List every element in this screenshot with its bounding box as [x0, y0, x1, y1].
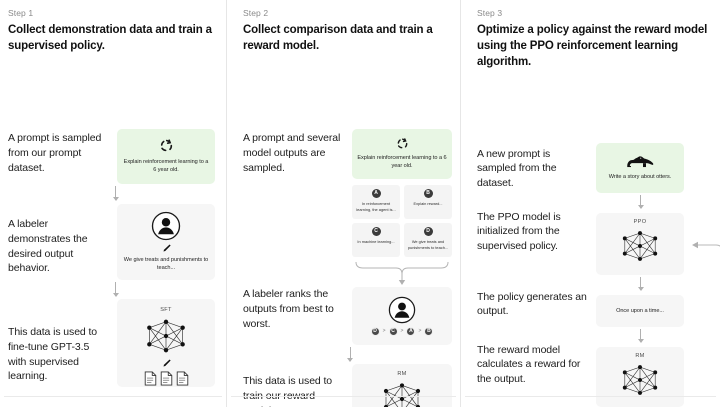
output-badge-a: A: [371, 188, 381, 198]
step-2-arrow-1: [347, 346, 353, 362]
step-1-documents: [144, 371, 189, 386]
output-text-d: We give treats and punishments to teach.…: [407, 238, 449, 250]
otter-icon: [625, 154, 655, 169]
step-3-ppo-card: PPO: [596, 212, 684, 275]
output-card-d: D We give treats and punishments to teac…: [404, 222, 452, 257]
step-1-labeler-card: We give treats and punishments to teach.…: [117, 203, 215, 280]
step-3-column: Step 3 Optimize a policy against the rew…: [460, 0, 720, 407]
rank-item-3: A: [406, 326, 416, 336]
rank-item-1: D: [370, 326, 380, 336]
step-3-title: Optimize a policy against the reward mod…: [477, 24, 708, 68]
output-text-a: In reinforcement learning, the agent is.…: [356, 200, 396, 212]
document-icon: [144, 371, 157, 386]
step-1-label: Step 1: [8, 8, 34, 18]
step-1-prompt-text: Explain reinforcement learning to a 6 ye…: [123, 159, 209, 174]
step-1-caption-3: This data is used to fine-tune GPT-3.5 w…: [8, 325, 98, 383]
output-text-c: In machine learning...: [357, 238, 395, 244]
step-3-arrow-3: [637, 328, 644, 343]
output-badge-c: C: [371, 226, 381, 236]
step-2-ranker-card: D > C > A > B: [352, 286, 452, 345]
step-1-labeler-text: We give treats and punishments to teach.…: [123, 257, 209, 272]
step-2-title: Collect comparison data and train a rewa…: [243, 24, 433, 52]
step-1-arrow-2: [112, 281, 119, 297]
step-2-label: Step 2: [243, 8, 269, 18]
rank-item-2: C: [388, 326, 398, 336]
rank-separator: >: [418, 328, 422, 335]
step-3-arrow-2: [637, 276, 644, 291]
step-1-column: Step 1 Collect demonstration data and tr…: [0, 0, 226, 407]
output-card-b: B Explain reward...: [404, 184, 452, 219]
step-2-outputs-grid: A In reinforcement learning, the agent i…: [352, 184, 452, 257]
step-2-column: Step 2 Collect comparison data and train…: [226, 0, 460, 407]
step-1-bottom-rule: [4, 396, 222, 397]
output-badge-d: D: [423, 226, 433, 236]
step-3-prompt-card: Write a story about otters.: [596, 142, 684, 193]
step-1-sft-card: SFT: [117, 298, 215, 387]
labeler-person-icon: [151, 211, 181, 241]
step-3-output-card: Once upon a time...: [596, 294, 684, 327]
output-card-c: C In machine learning...: [352, 222, 400, 257]
output-badge-b: B: [423, 188, 433, 198]
step-2-rm-card: RM D > C: [352, 363, 452, 407]
pencil-icon: [161, 358, 172, 369]
step-1-prompt-card: Explain reinforcement learning to a 6 ye…: [117, 128, 215, 184]
step-1-arrow-1: [112, 185, 119, 201]
step-2-caption-3: This data is used to train our reward mo…: [243, 374, 333, 407]
step-3-rm-tag: RM: [635, 352, 645, 359]
step-2-prompt-text: Explain reinforcement learning to a 6 ye…: [357, 155, 447, 170]
rank-separator: >: [400, 328, 404, 335]
step-3-output-text: Once upon a time...: [616, 307, 664, 314]
step-3-feedback-loop-arrow: [678, 205, 720, 407]
recycle-icon: [159, 138, 174, 153]
step-3-caption-3: The policy generates an output.: [477, 290, 587, 318]
step-1-caption-2: A labeler demonstrates the desired outpu…: [8, 217, 88, 275]
step-1-sft-tag: SFT: [160, 306, 172, 313]
step-2-bottom-rule: [231, 396, 456, 397]
step-2-ranking-row: D > C > A > B: [370, 326, 434, 336]
step-3-bottom-rule: [465, 396, 716, 397]
document-icon: [176, 371, 189, 386]
labeler-person-icon: [388, 296, 416, 324]
neural-network-icon: [616, 361, 664, 399]
recycle-icon: [396, 137, 409, 150]
output-text-b: Explain reward...: [413, 200, 443, 206]
step-3-label: Step 3: [477, 8, 503, 18]
step-3-caption-5: The reward is used to update the policy …: [477, 405, 587, 407]
step-3-prompt-text: Write a story about otters.: [608, 174, 672, 181]
step-2-rm-tag: RM: [397, 370, 407, 377]
neural-network-icon: [616, 227, 664, 265]
step-3-ppo-tag: PPO: [633, 218, 647, 225]
step-3-arrow-1: [637, 194, 644, 209]
output-card-a: A In reinforcement learning, the agent i…: [352, 184, 400, 219]
document-icon: [160, 371, 173, 386]
step-3-caption-4: The reward model calculates a reward for…: [477, 343, 581, 386]
step-3-caption-1: A new prompt is sampled from the dataset…: [477, 147, 557, 190]
step-2-caption-2: A labeler ranks the outputs from best to…: [243, 287, 334, 330]
neural-network-icon: [378, 379, 426, 407]
rank-separator: >: [382, 328, 386, 335]
step-1-caption-1: A prompt is sampled from our prompt data…: [8, 131, 102, 174]
step-2-brace: [352, 261, 452, 287]
step-3-rm-card: RM: [596, 346, 684, 407]
step-3-caption-2: The PPO model is initialized from the su…: [477, 210, 561, 253]
pencil-icon: [161, 243, 172, 254]
step-2-caption-1: A prompt and several model outputs are s…: [243, 131, 341, 174]
step-2-prompt-card: Explain reinforcement learning to a 6 ye…: [352, 128, 452, 179]
neural-network-icon: [141, 315, 191, 357]
rank-item-4: B: [424, 326, 434, 336]
step-1-title: Collect demonstration data and train a s…: [8, 24, 212, 52]
